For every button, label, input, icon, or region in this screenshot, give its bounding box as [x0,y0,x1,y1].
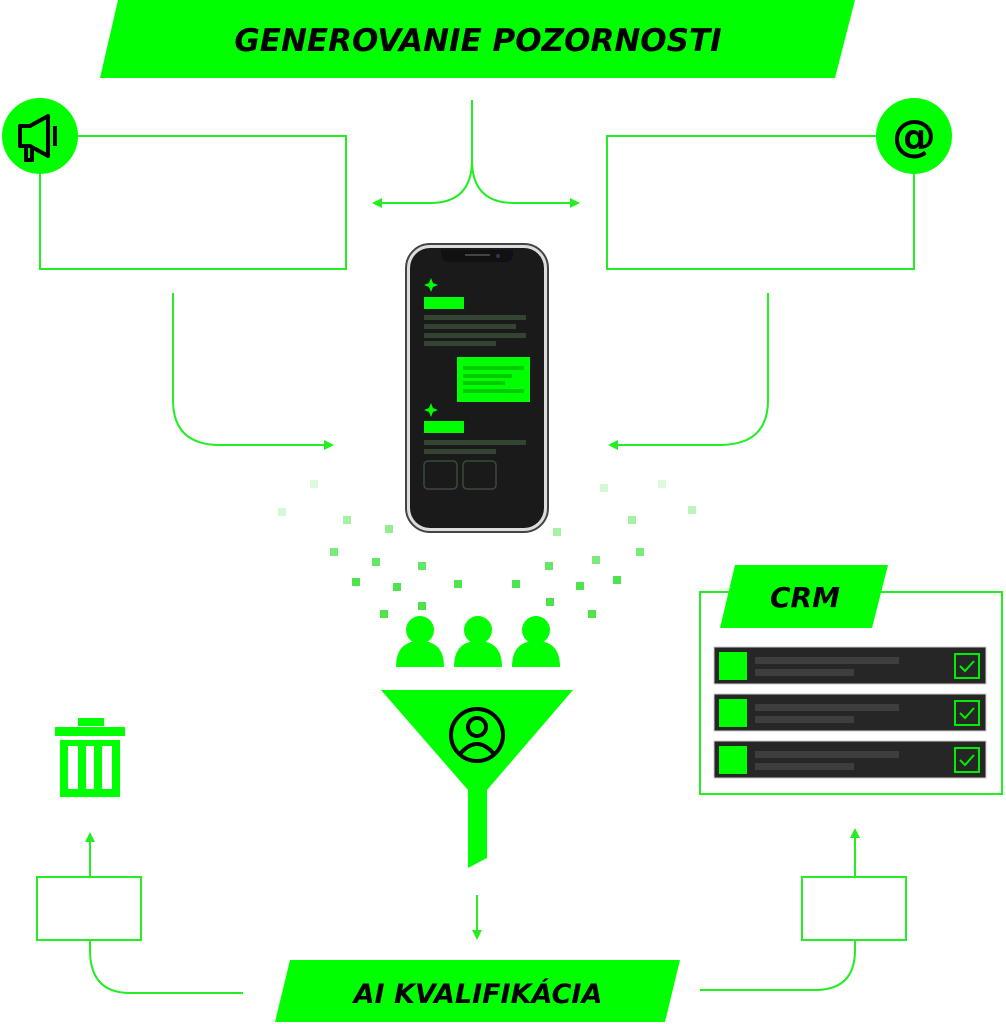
particle-dot [330,548,338,556]
crm-row [713,740,987,779]
trash-icon [55,718,125,797]
particle-dot [512,580,520,588]
particle-dot [576,582,584,590]
svg-text:@: @ [892,111,936,162]
megaphone-icon [2,98,78,174]
particle-dot [688,506,696,514]
phone-mockup [405,243,549,533]
particle-dots [278,480,696,618]
particle-dot [372,558,380,566]
left-channel-box [39,135,347,270]
particle-dot [546,598,554,606]
checkbox-icon [954,653,980,679]
particle-dot [418,602,426,610]
particle-dot [553,528,561,536]
right-channel-box [606,135,915,270]
discard-box [36,876,142,941]
title-banner: GENEROVANIE POZORNOSTI [100,0,855,78]
particle-dot [658,480,666,488]
particle-dot [343,516,351,524]
crm-panel: CRM [699,565,1003,795]
user-circle-icon [449,707,505,763]
particle-dot [393,583,401,591]
crm-row [713,693,987,732]
ai-qualification-label: AI KVALIFIKÁCIA [352,978,603,1010]
particle-dot [592,556,600,564]
crm-label: CRM [770,581,840,614]
sparkle-icon [424,278,438,292]
particle-dot [628,516,636,524]
at-sign-icon: @ [876,98,952,174]
funnel-icon [381,690,573,868]
right-connector [608,293,769,450]
title-text: GENEROVANIE POZORNOSTI [234,23,721,59]
particle-dot [352,578,360,586]
particle-dot [600,484,608,492]
checkbox-icon [954,747,980,773]
particle-dot [278,508,286,516]
split-connector [372,100,473,208]
particle-dot [385,525,393,533]
particle-dot [588,610,596,618]
particle-dot [454,580,462,588]
left-connector [172,293,334,450]
crm-row [713,646,987,685]
particle-dot [545,562,553,570]
particle-dot [380,610,388,618]
particle-dot [310,480,318,488]
people-icon [396,616,560,667]
particle-dot [636,548,644,556]
particle-dot [418,562,426,570]
sparkle-icon [424,403,438,417]
particle-dot [613,576,621,584]
checkbox-icon [954,700,980,726]
ai-qualification-banner: AI KVALIFIKÁCIA [275,960,680,1022]
crm-input-box [801,876,907,941]
